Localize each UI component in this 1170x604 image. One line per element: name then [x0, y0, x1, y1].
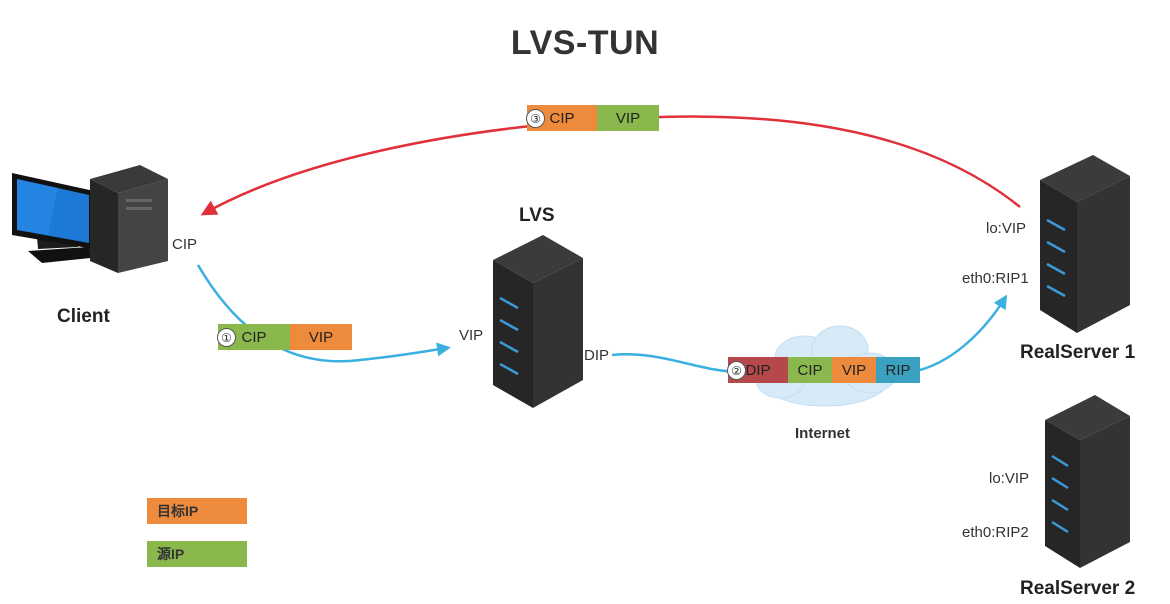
step-number: ① — [217, 328, 236, 347]
lvs-vip-label: VIP — [459, 327, 484, 344]
diagram-title: LVS-TUN — [510, 24, 660, 62]
step-number: ③ — [526, 109, 545, 128]
packet-field: VIP — [832, 357, 876, 383]
packet-field: RIP — [876, 357, 920, 383]
lvs-dip-label: DIP — [584, 347, 610, 364]
packet-step-2: DIP CIP VIP RIP — [728, 357, 920, 383]
realserver1-name: RealServer 1 — [1020, 342, 1136, 363]
packet-field: CIP — [788, 357, 832, 383]
legend-source-ip: 源IP — [147, 541, 247, 567]
realserver1-eth-label: eth0:RIP1 — [962, 270, 1029, 287]
server-rack-icon — [493, 235, 583, 408]
realserver2-eth-label: eth0:RIP2 — [962, 524, 1029, 541]
internet-label: Internet — [795, 425, 851, 442]
tunnel-arrow-lvs-to-realserver — [611, 298, 1005, 374]
request-arrow-client-to-lvs — [196, 264, 451, 363]
realserver2-name: RealServer 2 — [1020, 578, 1136, 599]
packet-field: VIP — [290, 324, 352, 350]
response-arrow — [200, 115, 1021, 216]
client-name: Client — [57, 306, 110, 327]
packet-step-3: CIP VIP — [527, 105, 659, 131]
legend-target-ip: 目标IP — [147, 498, 247, 524]
realserver1-lo-label: lo:VIP — [986, 220, 1027, 237]
server-rack-icon — [1040, 155, 1130, 333]
packet-field: VIP — [597, 105, 659, 131]
desktop-computer-icon — [12, 165, 168, 273]
client-ip-label: CIP — [172, 236, 198, 253]
realserver2-lo-label: lo:VIP — [989, 470, 1030, 487]
lvs-name: LVS — [519, 205, 555, 226]
server-rack-icon — [1045, 395, 1130, 568]
packet-step-1: CIP VIP — [218, 324, 352, 350]
step-number: ② — [727, 361, 746, 380]
